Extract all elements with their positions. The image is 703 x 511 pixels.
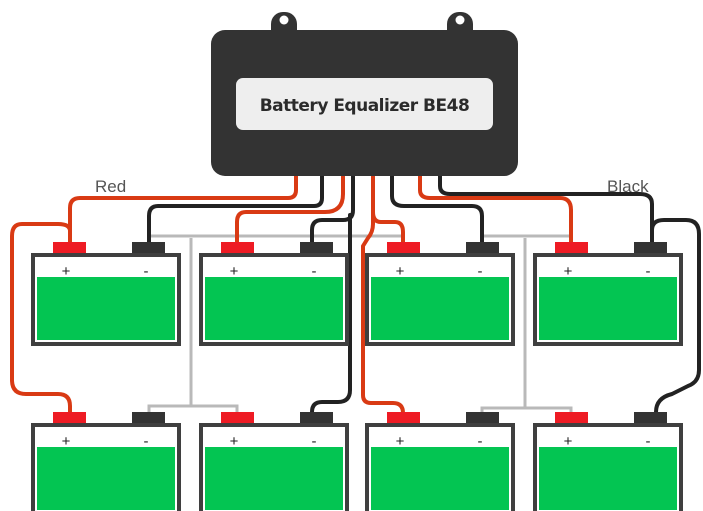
plus-sign: + <box>230 433 239 450</box>
battery-bottom-4: +- <box>533 412 683 511</box>
battery-charge-fill <box>539 277 677 340</box>
battery-charge-fill <box>37 277 175 340</box>
gray-link-bottom-1-2 <box>147 404 239 417</box>
battery-top-1: +- <box>31 242 181 346</box>
battery-top-4: +- <box>533 242 683 346</box>
minus-sign: - <box>646 433 651 450</box>
black-wire-1 <box>147 172 324 248</box>
battery-charge-fill <box>371 447 509 510</box>
red-wire-1 <box>68 172 298 248</box>
battery-charge-fill <box>205 447 343 510</box>
red-wire-bottom-3 <box>361 208 405 418</box>
plus-sign: + <box>396 433 405 450</box>
device-label: Battery Equalizer BE48 <box>260 96 470 116</box>
black-wire-2 <box>310 172 355 248</box>
battery-bottom-1: +- <box>31 412 181 511</box>
red-wires <box>10 172 573 418</box>
battery-charge-fill <box>539 447 677 510</box>
battery-top-3: +- <box>365 242 515 346</box>
minus-sign: - <box>312 433 317 450</box>
plus-sign: + <box>62 263 71 280</box>
black-wire-label: Black <box>607 177 649 196</box>
device-label-plate <box>236 78 493 130</box>
black-wire-bottom-2 <box>310 213 352 418</box>
battery-array: +-+-+-+-+-+-+-+- <box>31 242 683 511</box>
minus-sign: - <box>478 263 483 280</box>
minus-sign: - <box>478 433 483 450</box>
minus-sign: - <box>312 263 317 280</box>
black-wire-4 <box>438 172 654 248</box>
black-wires <box>147 172 701 418</box>
red-wire-2 <box>235 172 345 248</box>
plus-sign: + <box>564 263 573 280</box>
plus-sign: + <box>230 263 239 280</box>
red-wire-4 <box>418 172 573 248</box>
battery-bottom-2: +- <box>199 412 349 511</box>
battery-charge-fill <box>205 277 343 340</box>
battery-equalizer-device: Battery Equalizer BE48 <box>211 12 518 176</box>
black-wire-loop-right <box>650 218 701 418</box>
plus-sign: + <box>564 433 573 450</box>
battery-top-2: +- <box>199 242 349 346</box>
plus-sign: + <box>62 433 71 450</box>
battery-charge-fill <box>37 447 175 510</box>
mount-hole-left <box>279 15 289 25</box>
black-wire-3 <box>390 172 484 248</box>
minus-sign: - <box>646 263 651 280</box>
plus-sign: + <box>396 263 405 280</box>
red-wire-loop-left <box>10 222 72 418</box>
minus-sign: - <box>144 263 149 280</box>
minus-sign: - <box>144 433 149 450</box>
red-wire-label: Red <box>95 177 126 196</box>
battery-bottom-3: +- <box>365 412 515 511</box>
battery-charge-fill <box>371 277 509 340</box>
mount-hole-right <box>455 15 465 25</box>
